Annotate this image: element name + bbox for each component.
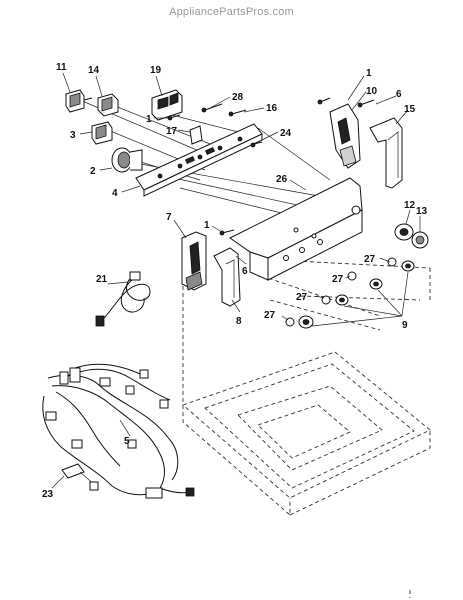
module-part-19 [151, 89, 183, 121]
callout-11: 11 [56, 62, 67, 73]
callout-9: 9 [402, 320, 408, 331]
callout-6b: 6 [242, 266, 248, 277]
cabinet-top-outline [182, 351, 431, 598]
callout-27b: 27 [332, 274, 344, 285]
callout-7: 7 [166, 212, 172, 223]
watermark: AppliancePartsPros.com [169, 6, 294, 18]
screw-group [167, 97, 375, 236]
knob-group-part-9 [285, 257, 415, 329]
bracket-part-10 [329, 103, 361, 169]
callout-10: 10 [366, 86, 378, 97]
callout-21: 21 [96, 274, 108, 285]
callout-26: 26 [276, 174, 288, 185]
end-cap-part-15 [369, 117, 403, 189]
callout-13: 13 [416, 206, 428, 217]
end-cap-part-8 [213, 247, 241, 307]
timer-part-2 [111, 147, 143, 173]
callout-pointers [51, 72, 421, 489]
knob-part-13 [411, 231, 429, 249]
callout-27d: 27 [264, 310, 276, 321]
switch-part-14 [97, 93, 119, 117]
callout-12: 12 [404, 200, 416, 211]
clip-part-23 [61, 463, 99, 491]
power-cord-part-21 [95, 271, 151, 327]
callout-8: 8 [236, 316, 242, 327]
console-panel-part-26 [229, 177, 363, 281]
callout-6a: 6 [396, 89, 402, 100]
callout-24: 24 [280, 128, 292, 139]
knob-part-12 [394, 223, 414, 241]
end-cap-part-7 [181, 231, 207, 291]
dashed-leaders [182, 259, 431, 405]
callout-15: 15 [404, 104, 416, 115]
bracket-part-17 [189, 125, 203, 145]
callout-28: 28 [232, 92, 244, 103]
callout-1c: 1 [204, 220, 210, 231]
callout-23: 23 [42, 489, 54, 500]
callout-27c: 27 [296, 292, 308, 303]
callout-labels: 11 14 3 2 4 19 1 17 28 16 24 1 10 6 15 2… [42, 62, 428, 500]
callout-14: 14 [88, 65, 100, 76]
callout-2: 2 [90, 166, 96, 177]
wire-harness-part-5 [42, 363, 195, 499]
callout-5: 5 [124, 436, 130, 447]
callout-4: 4 [112, 188, 118, 199]
switch-part-3 [91, 121, 113, 145]
callout-16: 16 [266, 103, 278, 114]
switch-part-11 [65, 89, 93, 113]
callout-1a: 1 [146, 114, 152, 125]
callout-27a: 27 [364, 254, 376, 265]
callout-1b: 1 [366, 68, 372, 79]
callout-19: 19 [150, 65, 162, 76]
callout-3: 3 [70, 130, 76, 141]
callout-17: 17 [166, 126, 178, 137]
